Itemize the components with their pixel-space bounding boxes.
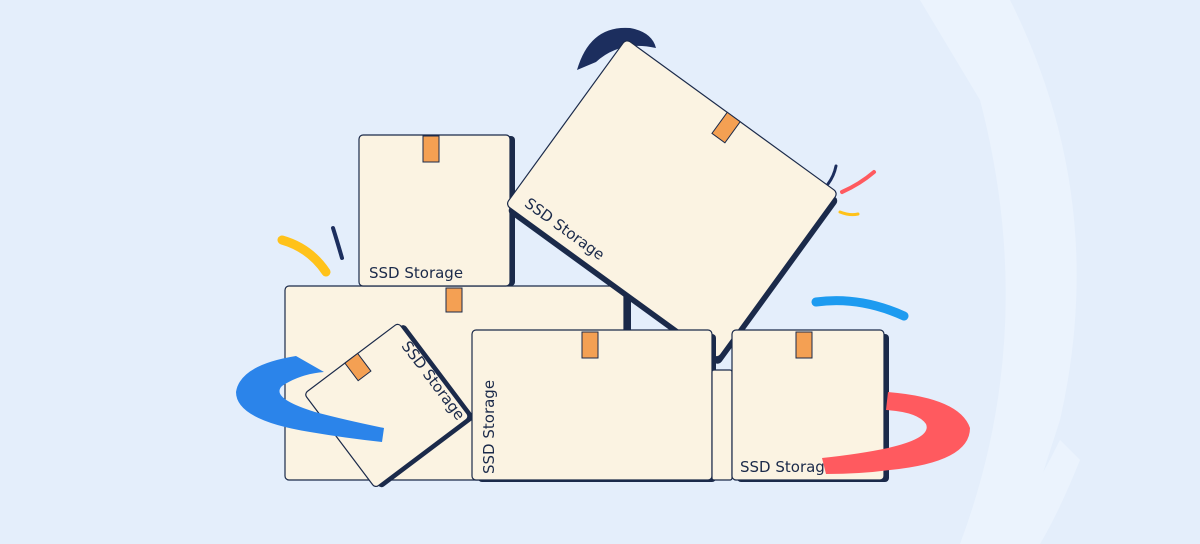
yellow-dash-right xyxy=(838,210,860,217)
light-blue-streak xyxy=(811,296,909,321)
tape-strip xyxy=(422,135,440,163)
yellow-dash-left xyxy=(277,235,331,277)
ssd-box-sliver xyxy=(711,369,733,481)
ssd-box-top-left: SSD Storage xyxy=(358,134,515,287)
red-ribbon xyxy=(822,392,970,474)
box-label: SSD Storage xyxy=(480,380,498,474)
tape-strip xyxy=(445,287,463,313)
box-label: SSD Storage xyxy=(369,264,463,282)
ssd-box-middle: SSD Storage xyxy=(471,329,716,482)
navy-dash-left xyxy=(331,226,344,260)
tape-strip xyxy=(711,111,741,144)
red-dash-right xyxy=(840,170,876,194)
navy-swoosh xyxy=(577,27,656,70)
background-glare-2 xyxy=(1000,440,1080,544)
ssd-box-tilted-small: SSD Storage xyxy=(305,323,474,488)
blue-ribbon xyxy=(236,356,384,442)
background-glare xyxy=(920,0,1077,544)
box-label: SSD Storage xyxy=(740,458,834,476)
tape-strip xyxy=(344,352,372,382)
navy-dash-right xyxy=(826,164,838,186)
tape-strip xyxy=(795,331,813,359)
tape-strip xyxy=(581,331,599,359)
ssd-box-right: SSD Storage xyxy=(731,329,889,482)
